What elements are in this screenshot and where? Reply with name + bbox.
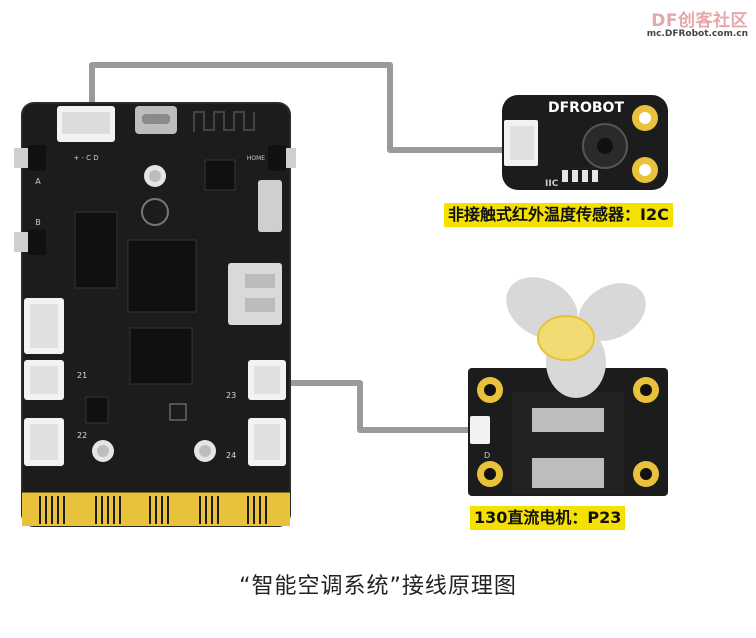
chip bbox=[204, 159, 236, 191]
i2c-wire bbox=[89, 62, 508, 153]
sensor-label: 非接触式红外温度传感器：I2C bbox=[444, 203, 673, 227]
board-logo bbox=[141, 198, 169, 226]
sensor-iic-text: IIC bbox=[545, 179, 559, 189]
chip bbox=[127, 239, 197, 313]
chip bbox=[129, 327, 193, 385]
usb-port bbox=[228, 263, 282, 325]
button-b-label: B bbox=[35, 218, 41, 227]
fan-blades bbox=[506, 277, 646, 398]
ir-temperature-sensor: DFROBOT IIC bbox=[502, 95, 668, 190]
pin-label-21: 21 bbox=[77, 371, 87, 380]
motor-wire bbox=[282, 380, 472, 433]
pin-label-22: 22 bbox=[77, 431, 87, 440]
chip bbox=[74, 211, 118, 289]
diagram-caption: “智能空调系统”接线原理图 bbox=[239, 574, 517, 599]
motor-connector bbox=[470, 416, 490, 444]
motor-pin-text: D bbox=[484, 451, 490, 460]
pin-label-23: 23 bbox=[226, 391, 236, 400]
pin-label-24: 24 bbox=[226, 451, 236, 460]
logo-url: mc.DFRobot.com.cn bbox=[646, 29, 748, 39]
button-a-label: A bbox=[35, 177, 41, 186]
sensor-chip bbox=[169, 403, 187, 421]
button-b-side bbox=[14, 232, 28, 252]
home-button-side bbox=[284, 148, 296, 168]
button-a-side bbox=[14, 148, 28, 168]
controller-board: + - C D A B HOME bbox=[14, 102, 296, 527]
edge-connector-slots bbox=[39, 496, 267, 524]
logo-title: DF创客社区 bbox=[651, 11, 748, 31]
home-label: HOME bbox=[247, 155, 265, 162]
dc-motor-module: D bbox=[468, 368, 668, 496]
sensor-brand: DFROBOT bbox=[548, 100, 624, 116]
antenna-trace bbox=[193, 111, 255, 132]
connector-pin-text: + - C D bbox=[73, 154, 98, 162]
speaker bbox=[258, 180, 282, 232]
df-logo: DF创客社区 mc.DFRobot.com.cn bbox=[647, 6, 748, 39]
motor-label: 130直流电机：P23 bbox=[470, 506, 626, 530]
chip bbox=[85, 396, 109, 424]
